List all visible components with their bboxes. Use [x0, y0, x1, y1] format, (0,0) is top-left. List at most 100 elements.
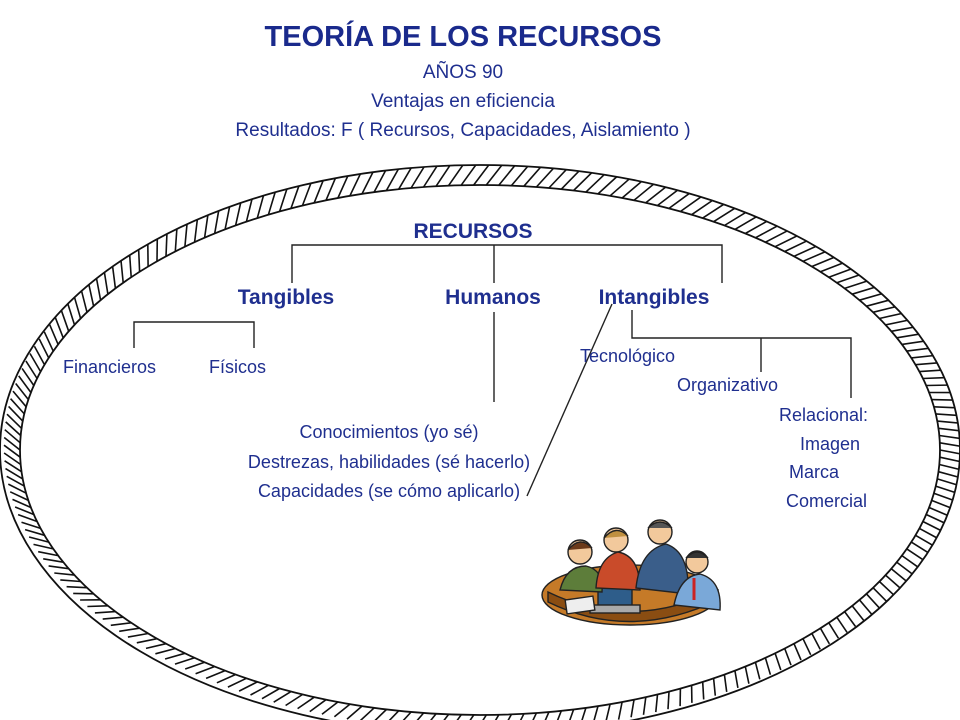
- hatch-stroke: [205, 669, 226, 680]
- hatch-stroke: [174, 226, 178, 252]
- hatch-stroke: [802, 638, 812, 656]
- hatch-stroke: [939, 463, 960, 471]
- hatch-stroke: [938, 427, 960, 432]
- hatch-stroke: [10, 398, 25, 415]
- hatch-stroke: [514, 713, 525, 720]
- hatch-stroke: [384, 710, 400, 720]
- hatch-stroke: [371, 708, 387, 720]
- hatch-stroke: [87, 605, 108, 608]
- hatch-stroke: [155, 647, 176, 655]
- hatch-stroke: [193, 217, 199, 243]
- hatch-stroke: [38, 550, 59, 557]
- hatch-stroke: [333, 703, 351, 718]
- hatch-stroke: [397, 711, 412, 720]
- hatch-stroke: [17, 513, 38, 523]
- hatch-stroke: [12, 390, 27, 408]
- hatch-stroke: [906, 548, 925, 561]
- hatch-stroke: [12, 498, 32, 509]
- hatch-stroke: [164, 652, 186, 660]
- hatch-stroke: [828, 622, 840, 639]
- hatch-stroke: [811, 633, 821, 650]
- hatch-stroke: [6, 475, 25, 487]
- hatch-stroke: [103, 271, 109, 295]
- hatch-stroke: [21, 521, 41, 530]
- hatch-stroke: [933, 492, 956, 502]
- hatch-stroke: [28, 536, 49, 543]
- hatch-stroke: [657, 185, 683, 207]
- hatch-stroke: [66, 585, 88, 589]
- category-humanos: Humanos: [445, 286, 541, 309]
- leaf-capacidades: Capacidades (se cómo aplicarlo): [257, 481, 521, 501]
- hatch-stroke: [922, 520, 943, 532]
- hatch-stroke: [297, 696, 315, 710]
- hatch-stroke: [667, 691, 670, 710]
- category-intangibles: Intangibles: [598, 286, 710, 309]
- hatch-stroke: [250, 684, 269, 696]
- hatch-stroke: [238, 681, 258, 692]
- leaf-relacional: Relacional:: [779, 405, 869, 425]
- hatch-stroke: [261, 687, 281, 700]
- hatch-stroke: [579, 707, 587, 720]
- hatch-stroke: [43, 558, 64, 563]
- leaf-comercial: Comercial: [786, 491, 868, 511]
- hatch-stroke: [94, 610, 116, 614]
- hatch-stroke: [679, 192, 707, 213]
- hatch-stroke: [184, 661, 205, 670]
- hatch-stroke: [25, 360, 38, 379]
- hatch-stroke: [828, 265, 858, 278]
- hatch-stroke: [939, 434, 960, 440]
- category-tangibles: Tangibles: [237, 286, 335, 309]
- hatch-stroke: [928, 506, 950, 517]
- hatch-stroke: [540, 711, 550, 720]
- hatch-stroke: [935, 485, 958, 495]
- hatch-stroke: [754, 662, 761, 680]
- hatch-stroke: [346, 705, 363, 720]
- hatch-stroke: [15, 383, 30, 401]
- hatch-stroke: [6, 413, 23, 429]
- hatch-stroke: [120, 259, 124, 283]
- hatch-stroke: [7, 483, 27, 494]
- hatch-stroke: [38, 338, 50, 359]
- hatch-stroke: [67, 303, 76, 326]
- hatch-stroke: [359, 707, 375, 720]
- hatch-stroke: [5, 467, 24, 480]
- hatch-stroke: [5, 421, 22, 437]
- hatch-stroke: [919, 527, 939, 540]
- hatch-stroke: [793, 643, 802, 661]
- hatch-stroke: [938, 470, 960, 479]
- leaf-financieros: Financieros: [63, 357, 157, 377]
- hatch-stroke: [851, 605, 865, 621]
- hatch-stroke: [267, 188, 277, 215]
- hatch-stroke: [939, 449, 960, 456]
- hatch-stroke: [774, 653, 782, 671]
- hatch-stroke: [54, 317, 64, 339]
- hatch-stroke: [605, 704, 611, 720]
- hatch-stroke: [642, 697, 647, 715]
- tangibles-connector: [133, 321, 255, 348]
- leaf-organizativo: Organizativo: [677, 375, 779, 395]
- hatch-stroke: [931, 499, 953, 510]
- hatch-stroke: [423, 713, 437, 720]
- hatched-ellipse-border: [0, 164, 960, 720]
- leaf-fisicos: Físicos: [209, 357, 267, 377]
- leaf-destrezas: Destrezas, habilidades (sé hacerlo): [247, 452, 531, 472]
- people-at-laptop-clipart: [541, 519, 721, 626]
- hatch-stroke: [475, 714, 487, 720]
- root-connector: [291, 244, 723, 283]
- subtitle-advantages: Ventajas en eficiencia: [371, 91, 555, 112]
- hatch-stroke: [4, 429, 21, 444]
- hatch-stroke: [764, 657, 772, 675]
- hatch-stroke: [910, 541, 930, 554]
- hatch-stroke: [488, 714, 500, 720]
- hatch-stroke: [245, 196, 254, 222]
- hatch-stroke: [811, 254, 841, 268]
- hatch-stroke: [896, 561, 914, 575]
- hatch-stroke: [3, 444, 21, 458]
- hatch-stroke: [925, 513, 947, 525]
- hatch-stroke: [915, 534, 935, 547]
- hatch-stroke: [127, 632, 149, 638]
- hatch-stroke: [449, 714, 462, 720]
- tree-connectors: [133, 244, 852, 497]
- hatch-stroke: [723, 674, 728, 693]
- hatch-stroke: [865, 593, 880, 609]
